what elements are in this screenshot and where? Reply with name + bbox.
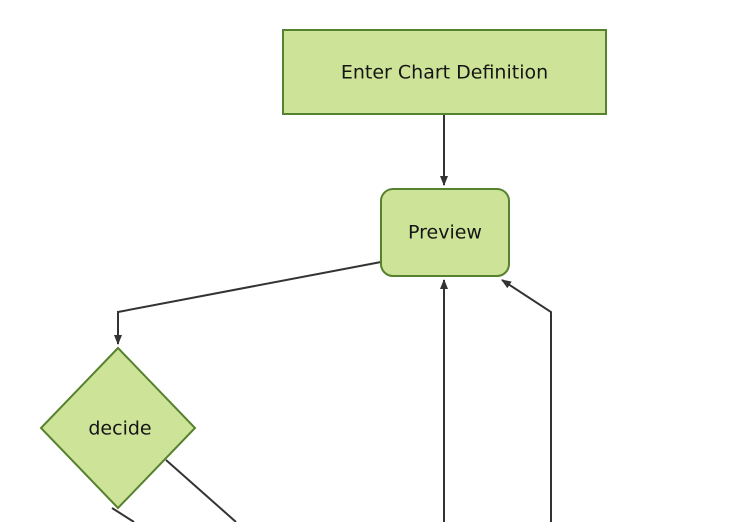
edge-group: [111, 114, 552, 522]
node-enter-chart-definition-label: Enter Chart Definition: [341, 62, 548, 84]
node-decide-shape[interactable]: [39, 346, 197, 510]
node-preview-shape[interactable]: [380, 188, 510, 277]
node-enter-chart-definition[interactable]: Enter Chart Definition: [282, 29, 607, 115]
node-decide[interactable]: decide: [39, 346, 197, 510]
edge-bottom-right-to-preview: [501, 279, 552, 522]
node-decide-label: decide: [88, 418, 151, 440]
node-preview-label: Preview: [408, 222, 482, 244]
node-enter-chart-definition-shape[interactable]: [282, 29, 607, 115]
edge-decide-right-out: [165, 459, 237, 522]
edge-preview-to-decide: [114, 261, 382, 345]
edge-decide-bottom-out: [111, 507, 135, 522]
node-preview[interactable]: Preview: [380, 188, 510, 277]
